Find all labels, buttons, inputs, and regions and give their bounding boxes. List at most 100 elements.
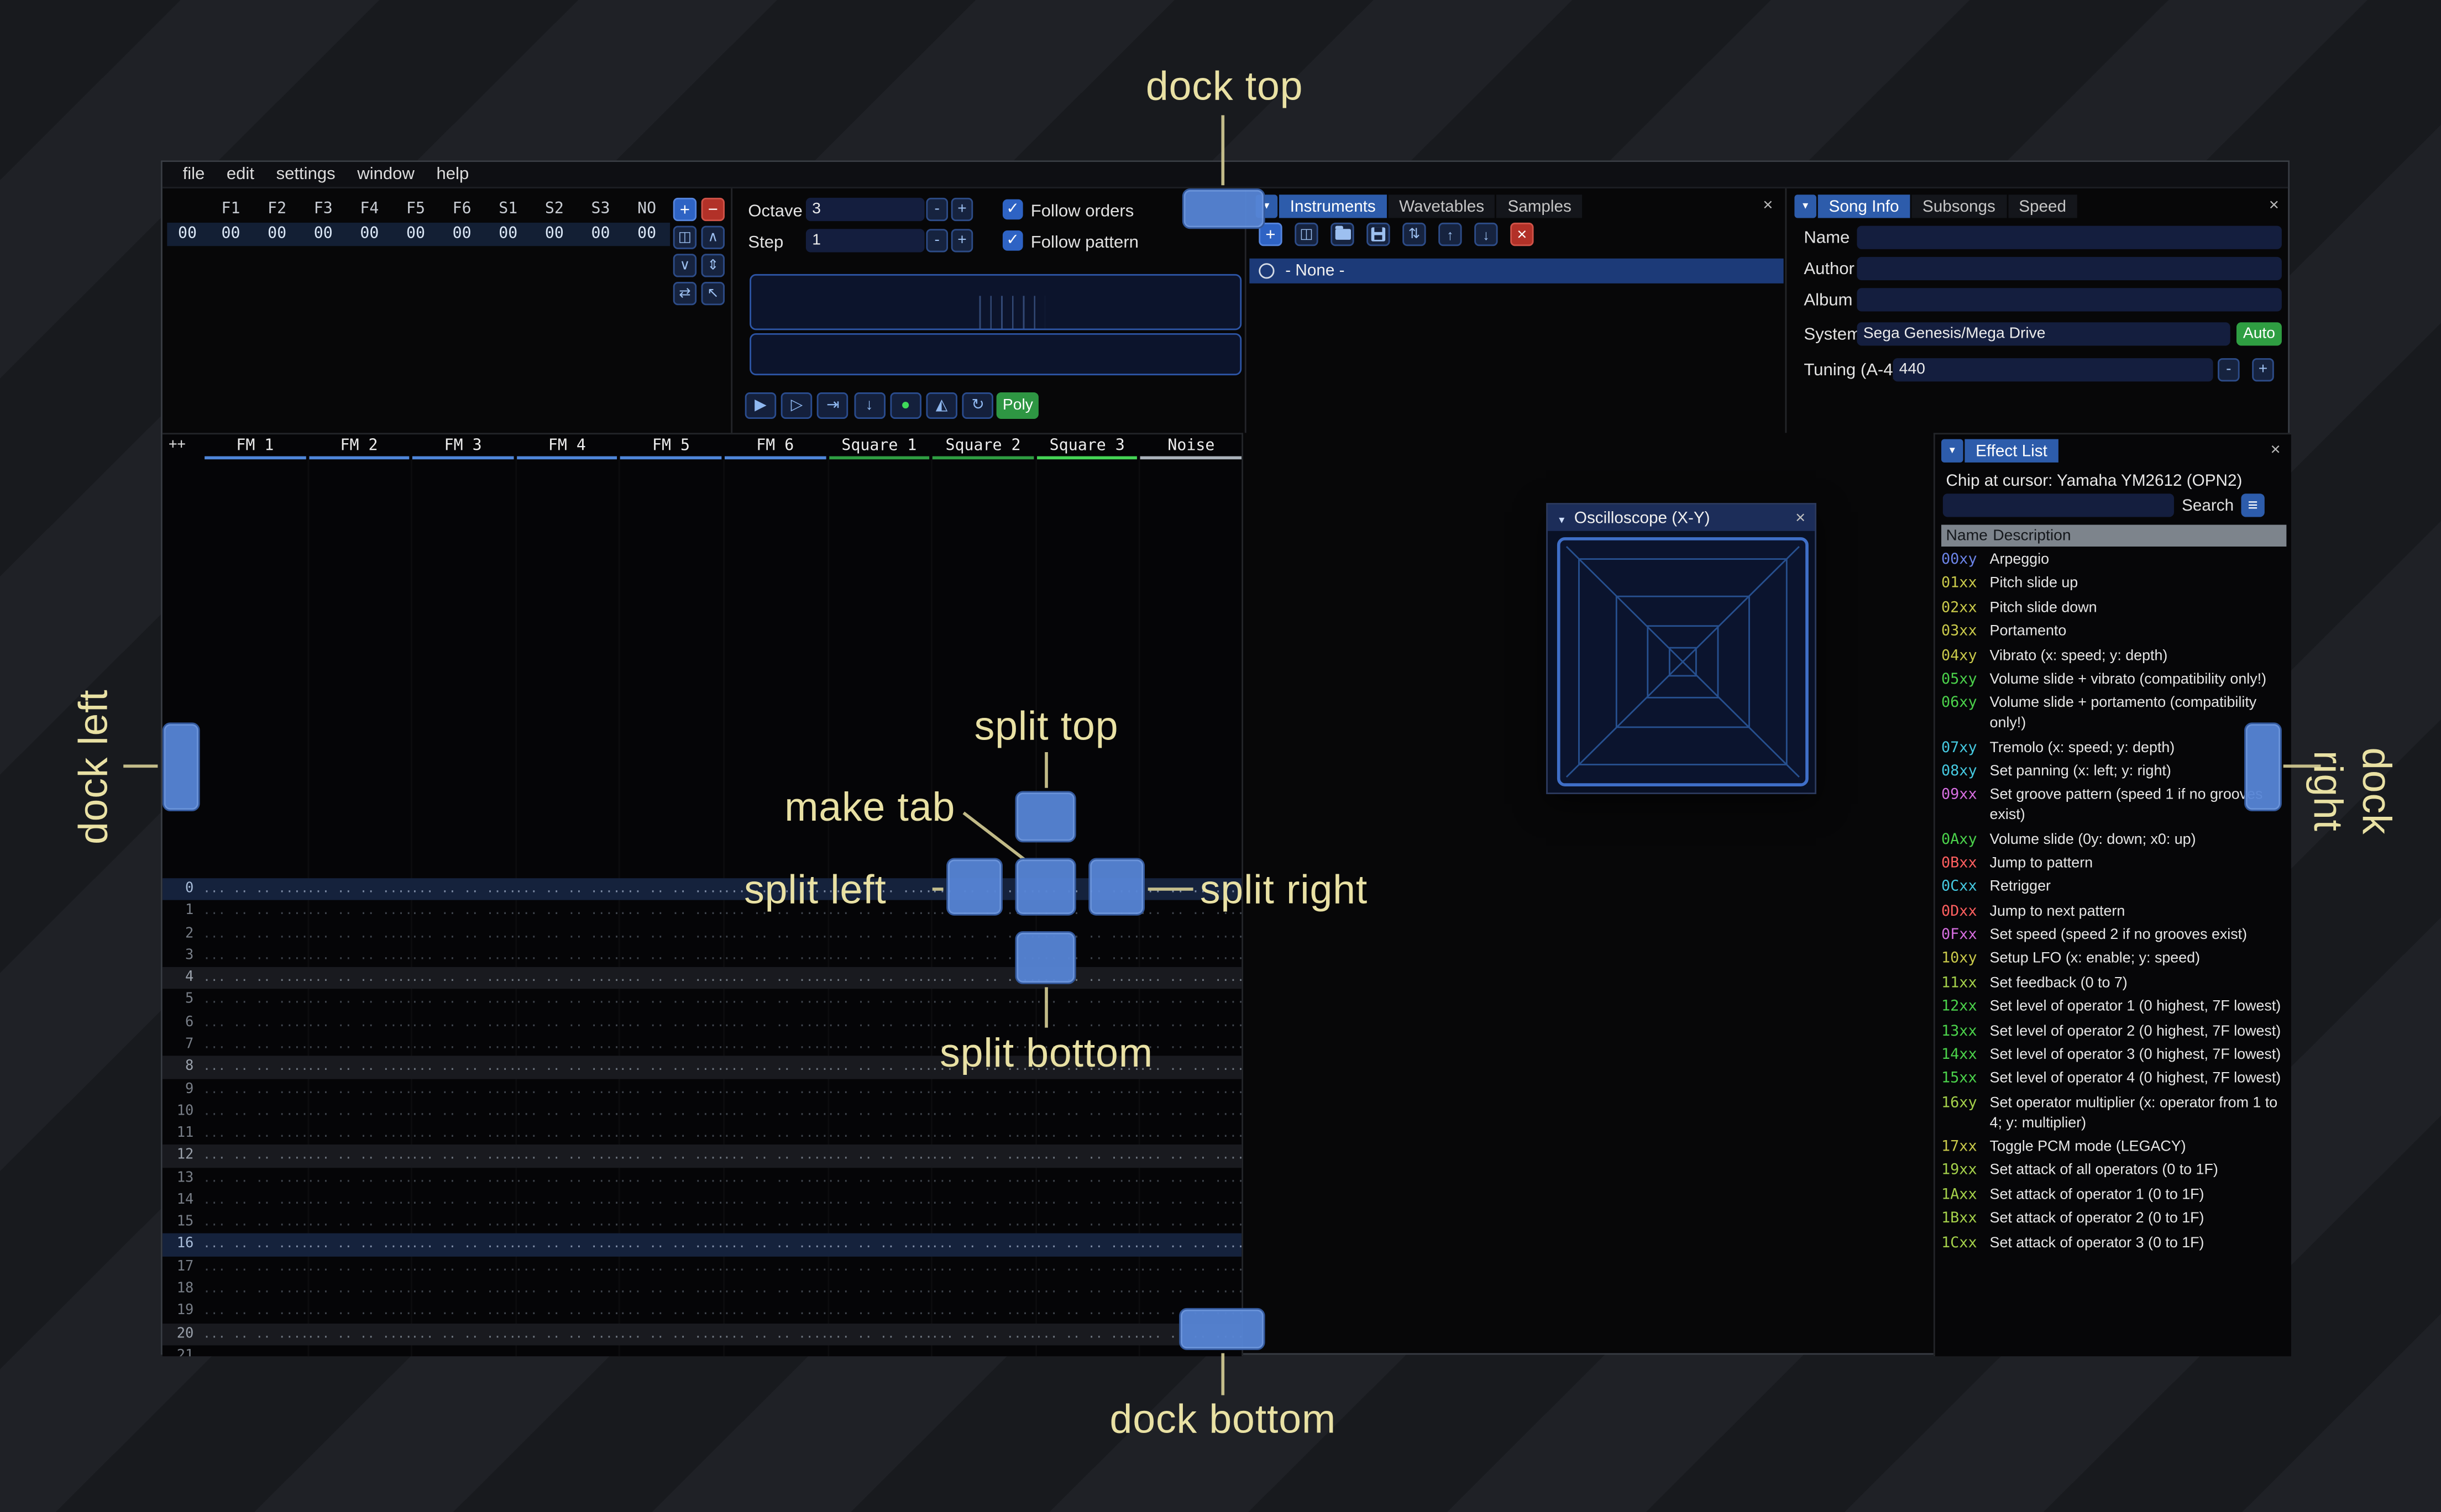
- pattern-cell[interactable]: ... .. .. ....: [1139, 1170, 1243, 1185]
- pattern-cell[interactable]: ... .. .. ....: [515, 1104, 619, 1118]
- pattern-cell[interactable]: ... .. .. ....: [931, 1104, 1035, 1118]
- pattern-cell[interactable]: ... .. .. ....: [411, 1170, 515, 1185]
- pattern-cell[interactable]: ... .. .. ....: [723, 904, 827, 918]
- pattern-cell[interactable]: ... .. .. ....: [1035, 1081, 1139, 1096]
- split-right-target[interactable]: [1088, 858, 1145, 916]
- pattern-cell[interactable]: ... .. .. ....: [723, 1193, 827, 1207]
- pattern-cell[interactable]: ... .. .. ....: [827, 1304, 931, 1318]
- pattern-cell[interactable]: ... .. .. ....: [515, 1037, 619, 1051]
- order-edit-mode-button[interactable]: ↖: [701, 282, 725, 306]
- close-icon[interactable]: [2266, 440, 2285, 459]
- pattern-cell[interactable]: ... .. .. ....: [723, 1348, 827, 1357]
- pattern-cell[interactable]: ... .. .. ....: [515, 1081, 619, 1096]
- pattern-cell[interactable]: ... .. .. ....: [619, 1059, 724, 1074]
- pattern-cell[interactable]: ... .. .. ....: [307, 1326, 411, 1340]
- pattern-cell[interactable]: ... .. .. ....: [515, 948, 619, 962]
- split-bottom-target[interactable]: [1015, 931, 1076, 984]
- order-change-all-button[interactable]: ⇄: [673, 282, 697, 306]
- split-left-target[interactable]: [946, 858, 1003, 916]
- tab-list-dropdown-icon[interactable]: [1794, 195, 1816, 218]
- pattern-cell[interactable]: ... .. .. ....: [1035, 1148, 1139, 1163]
- pattern-cell[interactable]: ... .. .. ....: [515, 1193, 619, 1207]
- edit-record-button[interactable]: ●: [889, 392, 921, 419]
- pattern-cell[interactable]: ... .. .. ....: [1035, 1326, 1139, 1340]
- pattern-cell[interactable]: ... .. .. ....: [1139, 1148, 1243, 1163]
- order-cell-s2[interactable]: 00: [544, 225, 564, 243]
- pattern-cell[interactable]: ... .. .. ....: [827, 1037, 931, 1051]
- pattern-cell[interactable]: ... .. .. ....: [827, 1348, 931, 1357]
- pattern-cell[interactable]: ... .. .. ....: [515, 926, 619, 940]
- pattern-cell[interactable]: ... .. .. ....: [411, 1104, 515, 1118]
- pattern-cell[interactable]: ... .. .. ....: [411, 1081, 515, 1096]
- pattern-cell[interactable]: ... .. .. ....: [619, 1215, 724, 1229]
- split-top-target[interactable]: [1015, 791, 1076, 843]
- tab-samples[interactable]: Samples: [1496, 195, 1583, 218]
- channel-header-fm-2[interactable]: FM 2: [307, 434, 411, 460]
- follow-orders-checkbox[interactable]: [1002, 199, 1023, 220]
- pattern-cell[interactable]: ... .. .. ....: [203, 1259, 307, 1274]
- pattern-cell[interactable]: ... .. .. ....: [411, 1282, 515, 1296]
- pattern-cell[interactable]: ... .. .. ....: [411, 926, 515, 940]
- channel-header-fm-6[interactable]: FM 6: [723, 434, 827, 460]
- channel-header-fm-1[interactable]: FM 1: [203, 434, 307, 460]
- pattern-cell[interactable]: ... .. .. ....: [931, 1326, 1035, 1340]
- close-icon[interactable]: [1758, 196, 1777, 215]
- pattern-cell[interactable]: ... .. .. ....: [411, 881, 515, 896]
- pattern-cell[interactable]: ... .. .. ....: [931, 1015, 1035, 1029]
- pattern-cell[interactable]: ... .. .. ....: [411, 1304, 515, 1318]
- pattern-cell[interactable]: ... .. .. ....: [411, 1326, 515, 1340]
- pattern-cell[interactable]: ... .. .. ....: [827, 1081, 931, 1096]
- pattern-cell[interactable]: ... .. .. ....: [1139, 948, 1243, 962]
- pattern-cell[interactable]: ... .. .. ....: [1139, 970, 1243, 985]
- hamburger-menu-icon[interactable]: [2241, 494, 2265, 517]
- pattern-cell[interactable]: ... .. .. ....: [307, 1059, 411, 1074]
- pattern-cell[interactable]: ... .. .. ....: [203, 881, 307, 896]
- pattern-cell[interactable]: ... .. .. ....: [411, 904, 515, 918]
- pattern-cell[interactable]: ... .. .. ....: [827, 1193, 931, 1207]
- pattern-cell[interactable]: ... .. .. ....: [515, 1304, 619, 1318]
- pattern-cell[interactable]: ... .. .. ....: [1035, 1304, 1139, 1318]
- pattern-cell[interactable]: ... .. .. ....: [619, 1015, 724, 1029]
- tab-subsongs[interactable]: Subsongs: [1911, 195, 2007, 218]
- pattern-cell[interactable]: ... .. .. ....: [723, 992, 827, 1007]
- pattern-cell[interactable]: ... .. .. ....: [827, 904, 931, 918]
- pattern-cell[interactable]: ... .. .. ....: [1035, 1104, 1139, 1118]
- pattern-cell[interactable]: ... .. .. ....: [931, 1193, 1035, 1207]
- pattern-cell[interactable]: ... .. .. ....: [307, 1126, 411, 1140]
- order-cell-s1[interactable]: 00: [499, 225, 518, 243]
- pattern-cell[interactable]: ... .. .. ....: [515, 992, 619, 1007]
- pattern-cell[interactable]: ... .. .. ....: [1139, 1282, 1243, 1296]
- pattern-cell[interactable]: ... .. .. ....: [1035, 1348, 1139, 1357]
- close-icon[interactable]: [1795, 508, 1805, 527]
- pattern-cell[interactable]: ... .. .. ....: [411, 1059, 515, 1074]
- pattern-cell[interactable]: ... .. .. ....: [723, 1126, 827, 1140]
- pattern-cell[interactable]: ... .. .. ....: [827, 1282, 931, 1296]
- menu-edit[interactable]: edit: [226, 165, 255, 184]
- pattern-cell[interactable]: ... .. .. ....: [203, 1148, 307, 1163]
- pattern-cell[interactable]: ... .. .. ....: [827, 948, 931, 962]
- channel-header-square-2[interactable]: Square 2: [931, 434, 1035, 460]
- pattern-cell[interactable]: ... .. .. ....: [203, 1015, 307, 1029]
- menu-help[interactable]: help: [436, 165, 469, 184]
- pattern-cell[interactable]: ... .. .. ....: [1139, 1081, 1243, 1096]
- play-pattern-button[interactable]: ▷: [781, 392, 813, 419]
- pattern-cell[interactable]: ... .. .. ....: [723, 1081, 827, 1096]
- order-cell-s3[interactable]: 00: [591, 225, 610, 243]
- dock-left-target[interactable]: [162, 722, 200, 812]
- menu-settings[interactable]: settings: [276, 165, 336, 184]
- step-increase-button[interactable]: +: [951, 229, 973, 253]
- pattern-cell[interactable]: ... .. .. ....: [827, 1237, 931, 1251]
- pattern-cell[interactable]: ... .. .. ....: [515, 1126, 619, 1140]
- menu-file[interactable]: file: [182, 165, 205, 184]
- pattern-cell[interactable]: ... .. .. ....: [931, 1215, 1035, 1229]
- order-cell-f6[interactable]: 00: [452, 225, 472, 243]
- repeat-pattern-button[interactable]: ↻: [962, 392, 994, 419]
- pattern-cell[interactable]: ... .. .. ....: [931, 992, 1035, 1007]
- pattern-cell[interactable]: ... .. .. ....: [515, 1326, 619, 1340]
- pattern-cell[interactable]: ... .. .. ....: [827, 1148, 931, 1163]
- pattern-cell[interactable]: ... .. .. ....: [1139, 1015, 1243, 1029]
- tuning-decrease-button[interactable]: -: [2218, 358, 2240, 382]
- pattern-cell[interactable]: ... .. .. ....: [619, 1104, 724, 1118]
- order-cell-f2[interactable]: 00: [268, 225, 287, 243]
- pattern-cell[interactable]: ... .. .. ....: [619, 992, 724, 1007]
